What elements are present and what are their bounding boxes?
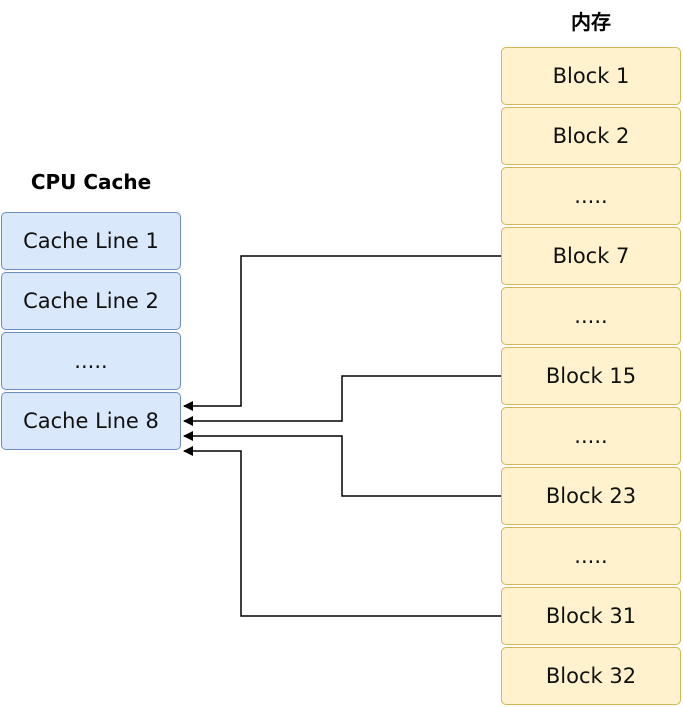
cache-line-2: Cache Line 2 — [1, 272, 181, 330]
connector-block-7-to-cache-line-8 — [183, 255, 501, 411]
memory-block-ellipsis-1: ..... — [501, 167, 681, 225]
memory-block-31: Block 31 — [501, 587, 681, 645]
cache-line-1: Cache Line 1 — [1, 212, 181, 270]
memory-block-15: Block 15 — [501, 347, 681, 405]
connector-block-15-to-cache-line-8 — [183, 375, 501, 426]
cache-line-ellipsis: ..... — [1, 332, 181, 390]
cpu-cache-title: CPU Cache — [30, 170, 152, 194]
connector-block-31-to-cache-line-8 — [183, 446, 501, 617]
memory-title: 内存 — [571, 10, 611, 34]
memory-block-ellipsis-3: ..... — [501, 407, 681, 465]
memory-block-7: Block 7 — [501, 227, 681, 285]
memory-block-23: Block 23 — [501, 467, 681, 525]
memory-block-2: Block 2 — [501, 107, 681, 165]
cache-line-8: Cache Line 8 — [1, 392, 181, 450]
connector-block-23-to-cache-line-8 — [183, 431, 501, 497]
memory-block-32: Block 32 — [501, 647, 681, 705]
memory-block-ellipsis-2: ..... — [501, 287, 681, 345]
memory-block-1: Block 1 — [501, 47, 681, 105]
memory-block-ellipsis-4: ..... — [501, 527, 681, 585]
